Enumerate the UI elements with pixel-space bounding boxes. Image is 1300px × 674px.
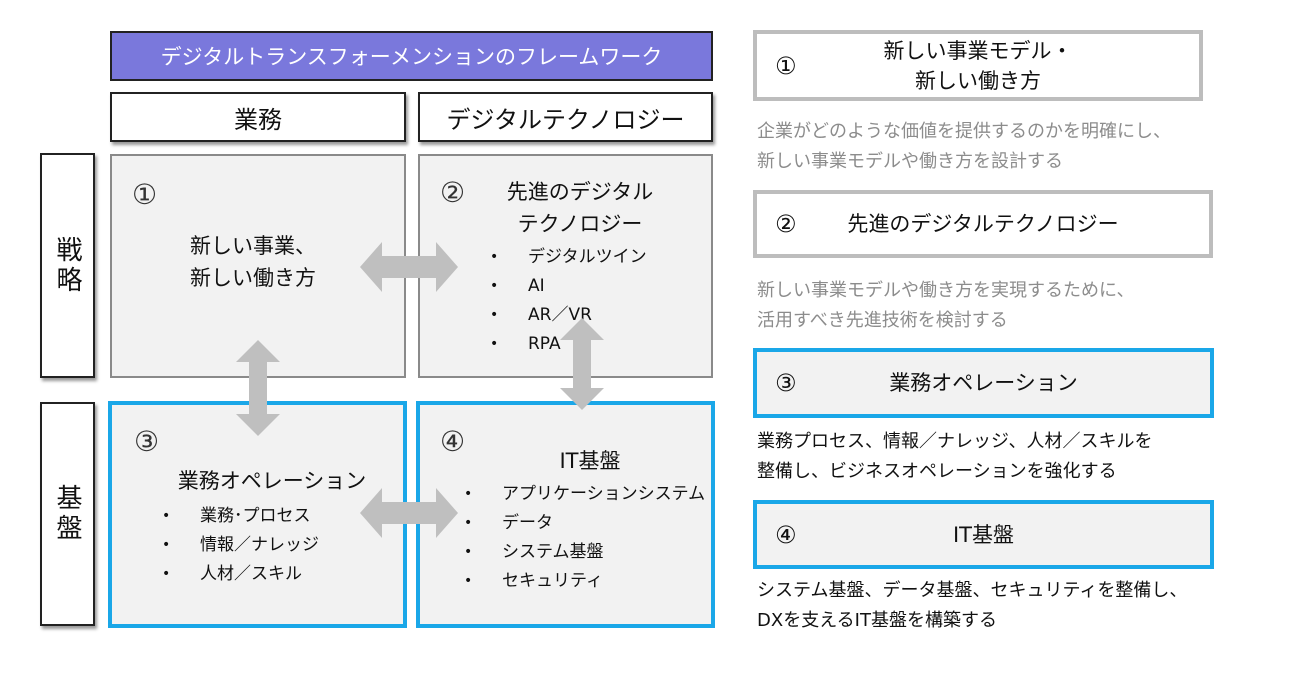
legend-description-2: 新しい事業モデルや働き方を実現するために、 活用すべき先進技術を検討する (757, 276, 1134, 336)
legend-label: 先進のデジタルテクノロジー (847, 212, 1119, 236)
legend-description-4: システム基盤、データ基盤、セキュリティを整備し、 DXを支えるIT基盤を構築する (757, 576, 1187, 636)
quadrant-number: ② (440, 176, 466, 209)
desc-line: 新しい事業モデルや働き方を設計する (757, 151, 1063, 172)
framework-title: デジタルトランスフォーメンションのフレームワーク (110, 31, 713, 81)
desc-line: 整備し、ビジネスオペレーションを強化する (757, 461, 1117, 482)
list-item: データ (464, 509, 705, 538)
double-arrow-vertical-icon (236, 340, 280, 436)
title-line: 新しい働き方 (190, 266, 316, 290)
list-item: デジタルツイン (490, 243, 647, 272)
legend-description-1: 企業がどのような価値を提供するのかを明確にし、 新しい事業モデルや働き方を設計す… (757, 117, 1171, 177)
legend-number: ③ (775, 369, 797, 397)
quadrant-it-foundation: ④ IT基盤 アプリケーションシステム データ システム基盤 セキュリティ (416, 401, 715, 628)
desc-line: DXを支えるIT基盤を構築する (757, 610, 997, 631)
desc-line: システム基盤、データ基盤、セキュリティを整備し、 (757, 580, 1188, 601)
row-label-foundation: 基盤 (40, 402, 95, 626)
double-arrow-vertical-icon (560, 318, 604, 410)
legend-label: 業務オペレーション (889, 371, 1078, 395)
quadrant-number: ④ (440, 425, 466, 458)
quadrant-title: 業務オペレーション (152, 465, 392, 497)
list-item: RPA (490, 330, 647, 359)
legend-number: ② (775, 210, 797, 238)
label-line: 新しい働き方 (915, 68, 1041, 93)
desc-line: 活用すべき先進技術を検討する (757, 310, 1008, 331)
list-item: システム基盤 (464, 538, 705, 567)
list-item: 人材／スキル (162, 560, 319, 589)
desc-line: 新しい事業モデルや働き方を実現するために、 (757, 280, 1135, 301)
quadrant-title: 新しい事業、 新しい働き方 (152, 230, 352, 294)
column-header-business: 業務 (110, 92, 406, 142)
title-line: 新しい事業、 (190, 234, 316, 258)
quadrant-title: IT基盤 (520, 445, 660, 477)
quadrant-number: ③ (134, 425, 160, 458)
column-header-digital-technology: デジタルテクノロジー (418, 92, 713, 142)
list-item: 業務･プロセス (162, 502, 319, 531)
label-line: 新しい事業モデル・ (883, 38, 1073, 63)
title-line: テクノロジー (517, 212, 643, 236)
legend-description-3: 業務プロセス、情報／ナレッジ、人材／スキルを 整備し、ビジネスオペレーションを強… (757, 427, 1152, 487)
title-line: 先進のデジタル (506, 180, 654, 204)
list-item: セキュリティ (464, 567, 705, 596)
legend-number: ① (775, 51, 797, 80)
operations-list: 業務･プロセス 情報／ナレッジ 人材／スキル (140, 502, 319, 589)
technology-list: デジタルツイン AI AR／VR RPA (468, 243, 647, 359)
row-label-strategy: 戦略 (40, 153, 95, 378)
list-item: アプリケーションシステム (464, 480, 705, 509)
legend-box-4: ④ IT基盤 (753, 500, 1214, 569)
double-arrow-horizontal-icon (360, 242, 458, 292)
quadrant-title: 先進のデジタル テクノロジー (490, 176, 670, 240)
legend-box-2: ② 先進のデジタルテクノロジー (753, 190, 1213, 258)
double-arrow-horizontal-icon (360, 488, 458, 538)
title-line: 業務オペレーション (177, 469, 367, 493)
list-item: 情報／ナレッジ (162, 531, 319, 560)
list-item: AI (490, 272, 647, 301)
it-foundation-list: アプリケーションシステム データ システム基盤 セキュリティ (442, 480, 705, 596)
title-line: IT基盤 (559, 449, 621, 473)
quadrant-number: ① (132, 178, 158, 211)
desc-line: 業務プロセス、情報／ナレッジ、人材／スキルを (757, 431, 1153, 452)
list-item: AR／VR (490, 301, 647, 330)
legend-label: IT基盤 (952, 522, 1015, 547)
legend-box-1: ① 新しい事業モデル・ 新しい働き方 (753, 30, 1203, 101)
legend-box-3: ③ 業務オペレーション (753, 348, 1214, 418)
legend-label: 新しい事業モデル・ 新しい働き方 (757, 36, 1199, 96)
legend-number: ④ (775, 520, 797, 549)
desc-line: 企業がどのような価値を提供するのかを明確にし、 (757, 121, 1171, 142)
